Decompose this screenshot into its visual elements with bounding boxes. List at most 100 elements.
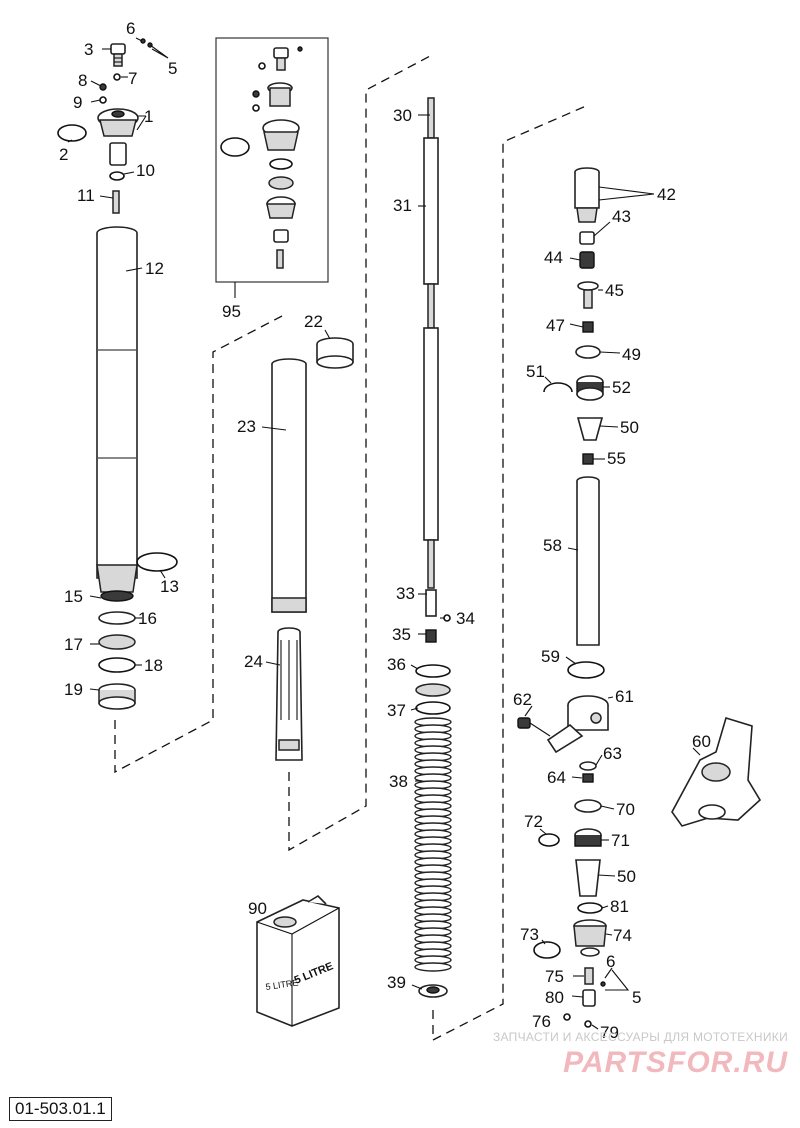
callout-44: 44 [544, 248, 563, 267]
callout-19: 19 [64, 680, 83, 699]
callout-60: 60 [692, 732, 711, 751]
part-axle-lug-60 [671, 716, 762, 827]
callout-76: 76 [532, 1012, 551, 1031]
part-washer-37b [415, 701, 451, 715]
callout-52: 52 [612, 378, 631, 397]
part-ring-79 [584, 1020, 592, 1028]
callout-39: 39 [387, 973, 406, 992]
dashed-guide-1 [114, 315, 283, 774]
callout-12: 12 [145, 259, 164, 278]
part-valve-45 [577, 281, 599, 309]
callout-31: 31 [393, 196, 412, 215]
part-ring-17 [98, 634, 136, 650]
callout-72: 72 [524, 812, 543, 831]
callout-50a: 50 [620, 418, 639, 437]
column-outer-tube [57, 38, 283, 774]
callout-38: 38 [389, 772, 408, 791]
part-oring-81 [577, 902, 603, 914]
callout-59: 59 [541, 647, 560, 666]
part-piston-71 [574, 828, 602, 847]
callout-73: 73 [520, 925, 539, 944]
part-base-valve-74 [573, 919, 607, 957]
part-bleed-6b [600, 981, 606, 987]
callout-51: 51 [526, 362, 545, 381]
callout-1: 1 [144, 107, 153, 126]
part-dust-seal-19 [98, 683, 136, 710]
part-spring-44 [579, 251, 595, 269]
dashed-guide-3 [432, 105, 587, 1042]
callout-33: 33 [396, 584, 415, 603]
part-oring-73 [533, 941, 561, 959]
part-nut-64 [582, 773, 594, 783]
part-screw-75 [584, 967, 594, 985]
callout-81: 81 [610, 897, 629, 916]
callout-16: 16 [138, 609, 157, 628]
part-spring-38 [414, 717, 452, 972]
callout-7: 7 [128, 69, 137, 88]
callout-70: 70 [616, 800, 635, 819]
kit-box-95 [215, 37, 329, 298]
callout-34: 34 [456, 609, 475, 628]
part-cap-42 [574, 167, 600, 223]
callout-95: 95 [222, 302, 241, 321]
callout-18: 18 [144, 656, 163, 675]
part-bushing-16 [98, 611, 136, 625]
part-shims-50b [575, 859, 601, 897]
callout-63: 63 [603, 744, 622, 763]
part-screw-80 [582, 989, 596, 1007]
part-43 [579, 231, 595, 245]
part-cartridge-tube-58 [576, 476, 600, 646]
callout-58: 58 [543, 536, 562, 555]
part-spring-35 [425, 629, 437, 643]
column-inner-tube [271, 54, 433, 852]
callout-17: 17 [64, 635, 83, 654]
column-cartridge [517, 167, 762, 1028]
part-oring-72 [538, 833, 560, 847]
dashed-guide-2 [288, 54, 433, 852]
catalog-code-label: 01-503.01.1 [9, 1097, 112, 1121]
callout-36: 36 [387, 655, 406, 674]
part-nut-55 [582, 453, 594, 465]
part-shims-50a [576, 417, 604, 441]
callout-80: 80 [545, 988, 564, 1007]
part-ring-18 [98, 657, 136, 673]
part-shim-49 [575, 345, 601, 359]
part-oring-59 [567, 661, 605, 679]
callout-71: 71 [611, 831, 630, 850]
part-cap-screw [110, 43, 126, 67]
callout-15: 15 [64, 587, 83, 606]
part-foot-61 [546, 695, 609, 754]
part-cup-39 [418, 984, 448, 998]
callout-37: 37 [387, 701, 406, 720]
callout-64: 64 [547, 768, 566, 787]
part-axle-clamp-24 [275, 627, 303, 761]
callout-8: 8 [78, 71, 87, 90]
part-washer-37a [415, 683, 451, 697]
part-bushing-22 [316, 337, 354, 369]
callout-79: 79 [600, 1023, 619, 1042]
callout-6b: 6 [606, 952, 615, 971]
part-outer-tube [96, 226, 138, 602]
part-nut-47 [582, 321, 594, 333]
part-oring-10 [109, 171, 125, 181]
part-inner-tube-23 [271, 358, 307, 613]
callout-11: 11 [77, 186, 95, 205]
callout-47: 47 [546, 316, 565, 335]
callout-43: 43 [612, 207, 631, 226]
part-fork-cap [97, 108, 139, 166]
callout-24: 24 [244, 652, 263, 671]
callout-50b: 50 [617, 867, 636, 886]
spring-coil [414, 962, 452, 972]
callout-75: 75 [545, 967, 564, 986]
part-ring-76 [563, 1013, 571, 1021]
callout-2: 2 [59, 145, 68, 164]
part-rod-end-30 [427, 97, 435, 139]
callout-9: 9 [73, 93, 82, 112]
part-piston-rod-31 [423, 137, 439, 589]
part-washer-63 [579, 761, 597, 771]
part-small-oring [113, 73, 121, 81]
callout-35: 35 [392, 625, 411, 644]
callout-22: 22 [304, 312, 323, 331]
callout-13: 13 [160, 577, 179, 596]
